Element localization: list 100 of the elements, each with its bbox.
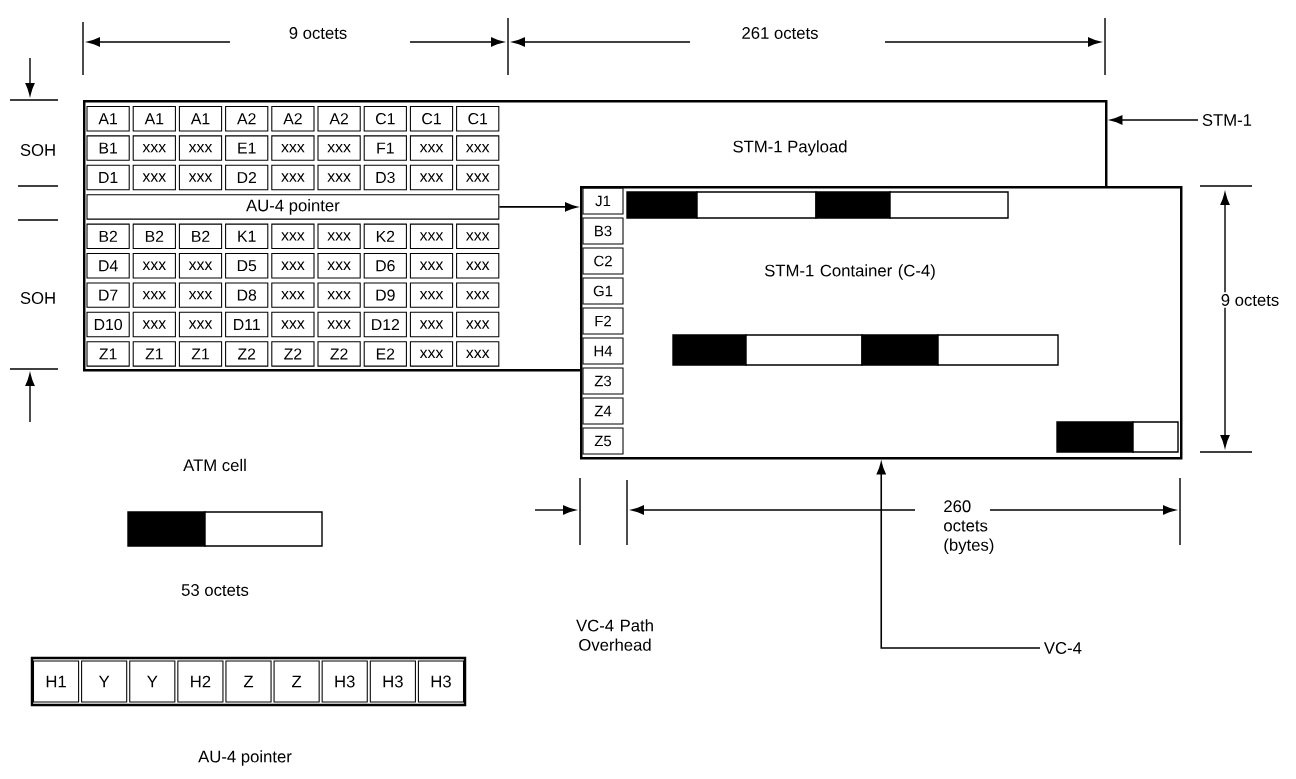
table-cell: xxx bbox=[317, 135, 361, 161]
table-cell: E1 bbox=[225, 135, 269, 161]
table-cell: A2 bbox=[317, 105, 361, 132]
table-cell: xxx bbox=[456, 282, 500, 308]
dimension-label: 9 octets bbox=[1219, 292, 1281, 308]
caption: AU-4 pointer bbox=[198, 750, 292, 766]
table-cell: Z1 bbox=[132, 341, 176, 367]
table-cell: Z3 bbox=[582, 367, 624, 395]
table-cell: B1 bbox=[86, 135, 130, 161]
table-cell: xxx bbox=[409, 311, 454, 338]
table-cell: K1 bbox=[225, 223, 269, 250]
table-cell: xxx bbox=[409, 252, 454, 279]
table-cell: xxx bbox=[178, 164, 223, 191]
table-cell: D11 bbox=[225, 311, 269, 338]
table-cell: Z2 bbox=[225, 341, 269, 367]
table-cell: xxx bbox=[409, 135, 454, 161]
table-cell: xxx bbox=[178, 135, 223, 161]
table-cell: D3 bbox=[363, 164, 407, 191]
frame-label: STM-1 bbox=[1202, 114, 1252, 126]
table-cell: D9 bbox=[363, 282, 407, 308]
dimension-label: 9 octets bbox=[289, 27, 347, 39]
table-cell: H3 bbox=[321, 660, 368, 703]
table-cell: H1 bbox=[32, 660, 80, 703]
table-cell: xxx bbox=[132, 311, 176, 338]
table-cell: xxx bbox=[456, 223, 500, 250]
table-cell: xxx bbox=[409, 341, 454, 367]
leader-arrow bbox=[1110, 115, 1199, 125]
caption: ATM cell bbox=[183, 458, 246, 472]
table-cell: E2 bbox=[363, 341, 407, 367]
leader-arrow bbox=[876, 462, 1041, 649]
table-cell: xxx bbox=[271, 223, 315, 250]
table-cell: Z5 bbox=[582, 427, 624, 455]
table-cell: C1 bbox=[363, 105, 407, 132]
table-cell: xxx bbox=[317, 164, 361, 191]
table-cell: xxx bbox=[456, 164, 500, 191]
table-cell: xxx bbox=[178, 282, 223, 308]
table-cell: xxx bbox=[317, 223, 361, 250]
table-cell: B2 bbox=[132, 223, 176, 250]
table-cell: xxx bbox=[132, 164, 176, 191]
dimension-label: 53 octets bbox=[181, 584, 249, 596]
table-cell: B2 bbox=[86, 223, 130, 250]
table-cell: Z2 bbox=[317, 341, 361, 367]
table-cell: D7 bbox=[86, 282, 130, 308]
table-cell: xxx bbox=[409, 223, 454, 250]
table-cell: Z1 bbox=[178, 341, 223, 367]
table-cell: xxx bbox=[409, 282, 454, 308]
table-cell: Y bbox=[129, 660, 176, 703]
table-cell: D8 bbox=[225, 282, 269, 308]
table-cell: xxx bbox=[456, 135, 500, 161]
dimension-label: VC-4 Path Overhead bbox=[576, 619, 653, 651]
table-cell: xxx bbox=[178, 252, 223, 279]
pointer-row: AU-4 pointer bbox=[86, 194, 500, 220]
table-cell: Z1 bbox=[86, 341, 130, 367]
dimension-label: 261 octets bbox=[742, 27, 818, 39]
table-cell: J1 bbox=[582, 187, 624, 215]
table-cell: F1 bbox=[363, 135, 407, 161]
table-cell: xxx bbox=[271, 282, 315, 308]
table-cell: C2 bbox=[582, 247, 624, 275]
table-cell: xxx bbox=[317, 252, 361, 279]
table-cell: A1 bbox=[86, 105, 130, 132]
table-cell: Z4 bbox=[582, 397, 624, 425]
table-cell: B3 bbox=[582, 217, 624, 245]
table-cell: xxx bbox=[132, 252, 176, 279]
table-cell: H2 bbox=[177, 660, 224, 703]
table-cell: D10 bbox=[86, 311, 130, 338]
table-cell: K2 bbox=[363, 223, 407, 250]
table-cell: D12 bbox=[363, 311, 407, 338]
table-cell: xxx bbox=[456, 311, 500, 338]
table-cell: Y bbox=[81, 660, 128, 703]
table-cell: xxx bbox=[271, 135, 315, 161]
table-cell: A2 bbox=[225, 105, 269, 132]
table-cell: xxx bbox=[317, 282, 361, 308]
dimension-label: 260 octets (bytes) bbox=[944, 500, 994, 555]
table-cell: D4 bbox=[86, 252, 130, 279]
table-cell: Z bbox=[225, 660, 272, 703]
table-cell: xxx bbox=[317, 311, 361, 338]
table-cell: B2 bbox=[178, 223, 223, 250]
table-cell: xxx bbox=[271, 164, 315, 191]
table-cell: D2 bbox=[225, 164, 269, 191]
table-cell: F2 bbox=[582, 307, 624, 335]
table-cell: D6 bbox=[363, 252, 407, 279]
table-cell: H3 bbox=[369, 660, 416, 703]
table-cell: A1 bbox=[132, 105, 176, 132]
table-cell: xxx bbox=[132, 282, 176, 308]
table-cell: xxx bbox=[456, 341, 500, 367]
table-cell: xxx bbox=[271, 252, 315, 279]
vc4-label: VC-4 bbox=[1043, 642, 1082, 654]
table-cell: A1 bbox=[178, 105, 223, 132]
table-cell: xxx bbox=[178, 311, 223, 338]
table-cell: xxx bbox=[456, 252, 500, 279]
table-cell: C1 bbox=[456, 105, 500, 132]
table-cell: C1 bbox=[409, 105, 454, 132]
table-cell: G1 bbox=[582, 277, 624, 305]
table-cell: Z2 bbox=[271, 341, 315, 367]
table-cell: H3 bbox=[417, 660, 465, 703]
table-cell: D1 bbox=[86, 164, 130, 191]
table-cell: xxx bbox=[271, 311, 315, 338]
row-group-label: SOH bbox=[20, 144, 55, 156]
table-cell: Z bbox=[273, 660, 320, 703]
table-cell: H4 bbox=[582, 337, 624, 365]
